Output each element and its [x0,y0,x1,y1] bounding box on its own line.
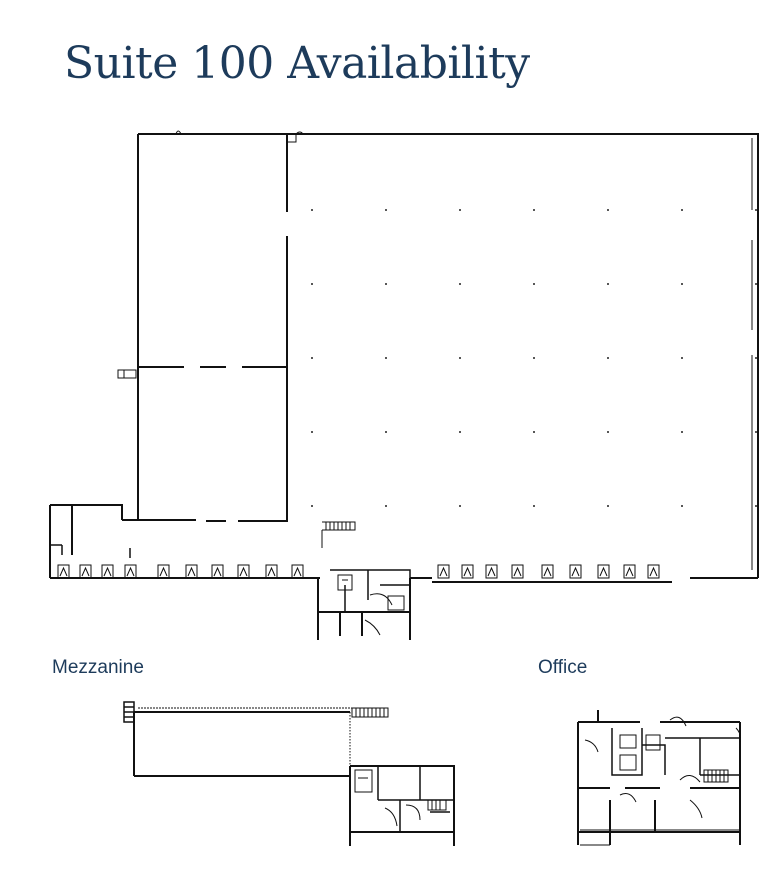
column-dot [755,505,757,507]
column-dot [681,357,683,359]
office-plan [577,710,741,846]
column-dot [459,357,461,359]
column-dot [533,431,535,433]
column-dot [385,431,387,433]
column-dot [459,283,461,285]
dock-door [237,564,250,579]
main-floor-plan [49,130,759,640]
mezzanine-label: Mezzanine [52,657,144,678]
column-dot [385,505,387,507]
dock-door [124,564,137,579]
column-dot [533,505,535,507]
dock-door [211,564,224,579]
column-dot [533,357,535,359]
dock-door [101,564,114,579]
column-dot [385,357,387,359]
column-dot [607,283,609,285]
column-dot [385,209,387,211]
column-dot [681,283,683,285]
column-dot [755,357,757,359]
column-grid [311,209,757,507]
dock-door [437,564,450,579]
column-dot [311,209,313,211]
column-dot [311,505,313,507]
dock-door [79,564,92,579]
column-dot [385,283,387,285]
dock-door [511,564,524,579]
dock-door [265,564,278,579]
column-dot [311,283,313,285]
column-dot [311,431,313,433]
dock-door [461,564,474,579]
page-title: Suite 100 Availability [64,38,530,89]
column-dot [681,431,683,433]
column-dot [459,431,461,433]
column-dot [681,505,683,507]
office-label: Office [538,657,588,678]
column-dot [755,209,757,211]
column-dot [311,357,313,359]
dock-door [541,564,554,579]
column-dot [459,505,461,507]
dock-doors [57,564,660,579]
dock-door [647,564,660,579]
column-dot [607,505,609,507]
dock-door [485,564,498,579]
column-dot [459,209,461,211]
dock-door [623,564,636,579]
dock-door [57,564,70,579]
dock-door [569,564,582,579]
dock-door [597,564,610,579]
column-dot [681,209,683,211]
dock-door [157,564,170,579]
column-dot [607,209,609,211]
column-dot [755,431,757,433]
mezzanine-plan [123,701,455,846]
column-dot [755,283,757,285]
column-dot [607,431,609,433]
dock-door [291,564,304,579]
dock-door [185,564,198,579]
column-dot [533,283,535,285]
column-dot [607,357,609,359]
column-dot [533,209,535,211]
